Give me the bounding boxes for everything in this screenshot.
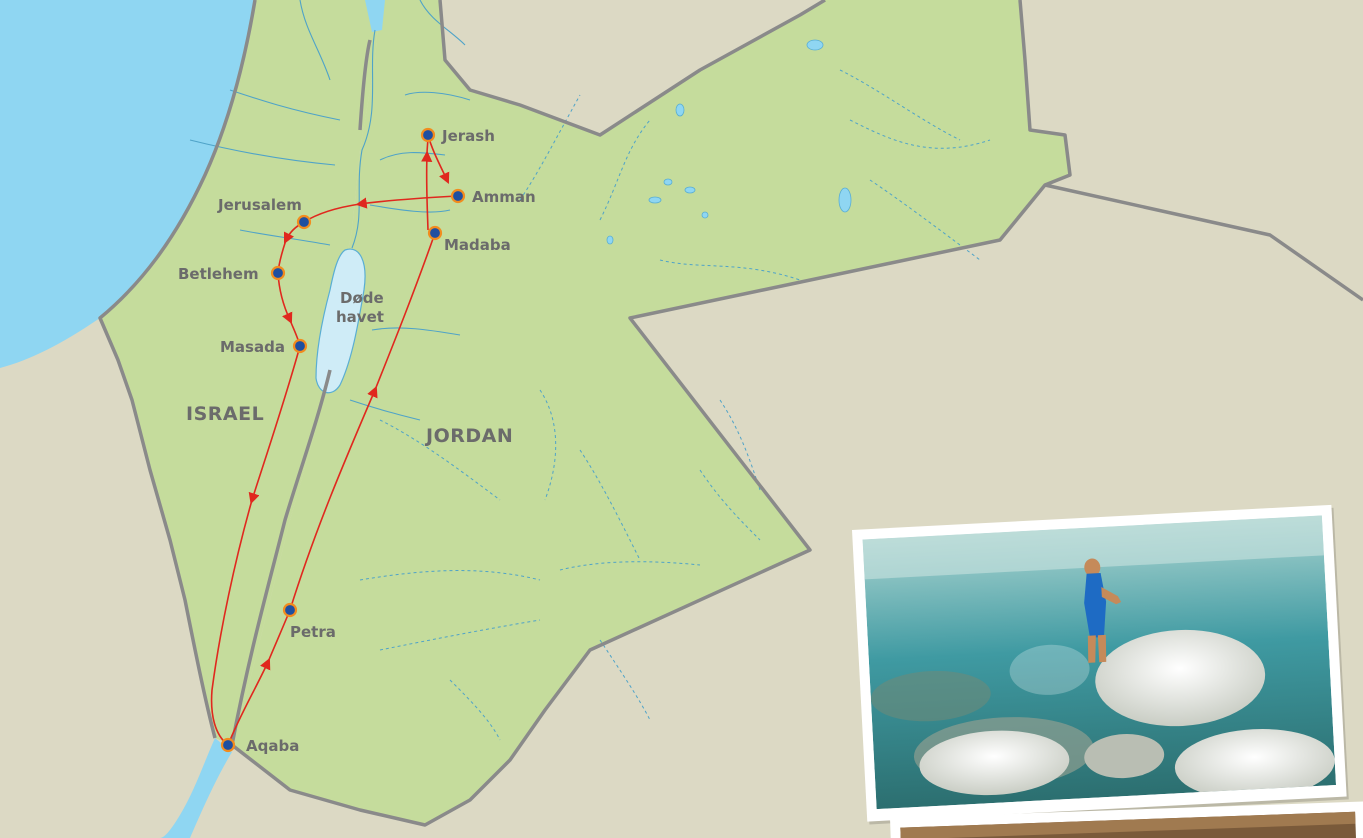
- tour-route: [210, 134, 458, 746]
- label-masada: Masada: [220, 338, 285, 356]
- rivers: [189, 0, 471, 421]
- mediterranean-sea: [0, 0, 255, 368]
- marker-aqaba: [220, 737, 236, 753]
- marker-jerash: [420, 127, 436, 143]
- jordan-river: [351, 29, 376, 249]
- marker-petra: [282, 602, 298, 618]
- marker-madaba: [427, 225, 443, 241]
- label-aqaba: Aqaba: [246, 737, 299, 755]
- marker-jerusalem: [296, 214, 312, 230]
- label-jordan: JORDAN: [424, 425, 513, 447]
- borders: [98, 0, 1363, 827]
- photo-dead-sea: [852, 504, 1349, 825]
- label-israel: ISRAEL: [186, 403, 264, 425]
- label-amman: Amman: [472, 188, 536, 206]
- marker-masada: [292, 338, 308, 354]
- label-betlehem: Betlehem: [178, 265, 259, 283]
- marker-betlehem: [270, 265, 286, 281]
- marker-amman: [450, 188, 466, 204]
- photo-second: [890, 801, 1363, 838]
- gulf-of-aqaba: [160, 738, 232, 838]
- city-markers: [220, 127, 466, 753]
- israel-region: [100, 0, 380, 745]
- wadis: [359, 69, 991, 741]
- label-dead-sea-line1: Døde: [340, 289, 384, 307]
- label-jerusalem: Jerusalem: [217, 196, 302, 214]
- lake-galilee: [365, 0, 385, 32]
- label-petra: Petra: [290, 623, 336, 641]
- label-madaba: Madaba: [444, 236, 511, 254]
- label-jerash: Jerash: [441, 127, 495, 145]
- jordan-region: [232, 0, 1070, 825]
- small-lakes: [606, 39, 852, 245]
- label-dead-sea-line2: havet: [336, 308, 384, 326]
